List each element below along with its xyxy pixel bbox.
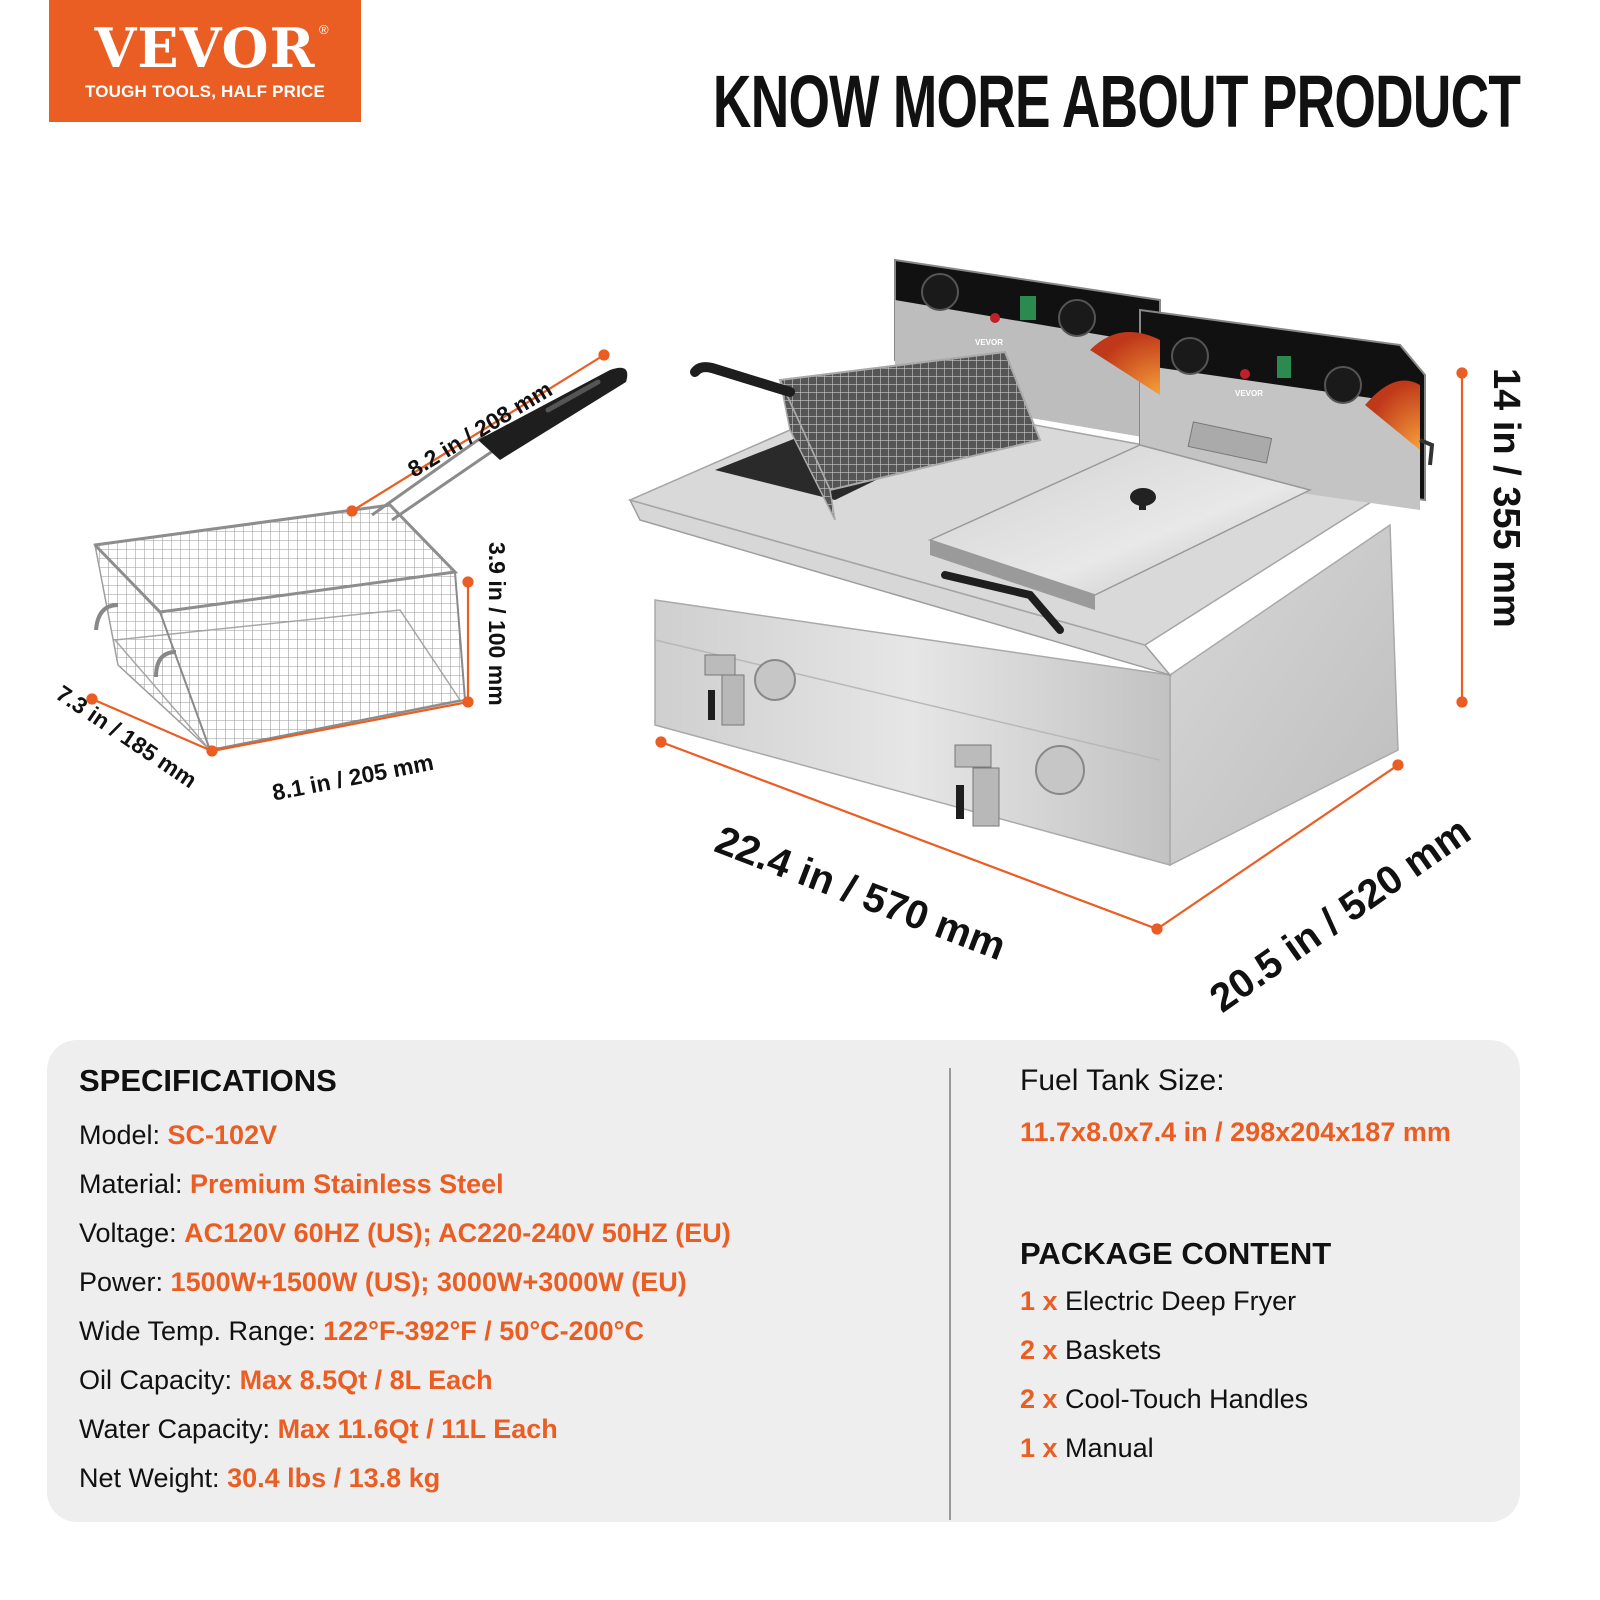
fuel-tank-label: Fuel Tank Size: <box>1020 1064 1225 1097</box>
specifications-heading: SPECIFICATIONS <box>79 1063 337 1098</box>
spec-row-oil-capacity: Oil Capacity: Max 8.5Qt / 8L Each <box>79 1365 493 1395</box>
fryer-image: VEVOR VEVOR <box>627 258 1435 867</box>
spec-row-water-capacity: Water Capacity: Max 11.6Qt / 11L Each <box>79 1414 558 1444</box>
page-title: KNOW MORE ABOUT PRODUCT <box>712 60 1521 143</box>
specifications-section: SPECIFICATIONS Model: SC-102V Material: … <box>79 1062 731 1503</box>
vevor-logo: VEVOR ® TOUGH TOOLS, HALF PRICE <box>49 0 361 122</box>
spec-row-temp-range: Wide Temp. Range: 122°F-392°F / 50°C-200… <box>79 1316 644 1346</box>
drain-valve-left <box>704 654 796 726</box>
registered-mark: ® <box>319 22 329 37</box>
drain-valve-right <box>954 744 1085 827</box>
spec-row-model: Model: SC-102V <box>79 1120 278 1150</box>
spec-row-power: Power: 1500W+1500W (US); 3000W+3000W (EU… <box>79 1267 687 1297</box>
product-illustration: VEVOR VEVOR <box>86 258 1468 935</box>
spec-row-voltage: Voltage: AC120V 60HZ (US); AC220-240V 50… <box>79 1218 731 1248</box>
right-section: Fuel Tank Size: 11.7x8.0x7.4 in / 298x20… <box>1020 1062 1451 1473</box>
package-item: 1 x Electric Deep Fryer <box>1020 1286 1297 1316</box>
package-item: 2 x Cool-Touch Handles <box>1020 1384 1309 1414</box>
logo-wordmark: VEVOR <box>94 16 316 80</box>
package-item: 1 x Manual <box>1020 1433 1154 1463</box>
package-item: 2 x Baskets <box>1020 1335 1162 1365</box>
logo-tagline: TOUGH TOOLS, HALF PRICE <box>84 82 326 101</box>
panel-brand-right: VEVOR <box>1235 389 1263 398</box>
spec-row-net-weight: Net Weight: 30.4 lbs / 13.8 kg <box>79 1463 441 1493</box>
basket-height-dimension: 3.9 in / 100 mm <box>484 542 510 706</box>
panel-brand-left: VEVOR <box>975 338 1003 347</box>
column-divider <box>949 1068 951 1520</box>
package-content-heading: PACKAGE CONTENT <box>1020 1236 1332 1271</box>
fuel-tank-value: 11.7x8.0x7.4 in / 298x204x187 mm <box>1020 1117 1451 1147</box>
spec-row-material: Material: Premium Stainless Steel <box>79 1169 504 1199</box>
specs-panel: SPECIFICATIONS Model: SC-102V Material: … <box>47 1040 1520 1522</box>
fryer-dimension-lines <box>655 367 1468 935</box>
fryer-height-dimension: 14 in / 355 mm <box>1485 368 1527 628</box>
basket-image <box>92 367 628 752</box>
basket-dimension-lines <box>86 349 610 757</box>
